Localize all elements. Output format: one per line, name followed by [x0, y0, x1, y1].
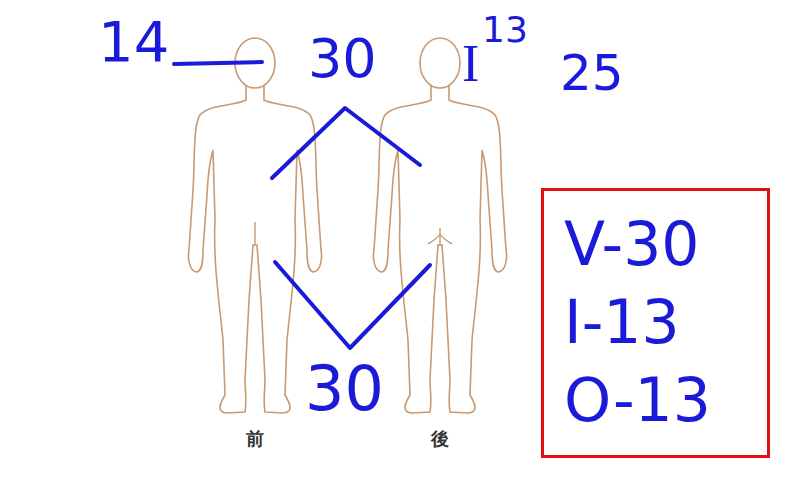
view-caption: 後 — [431, 430, 449, 448]
front-figure — [188, 38, 321, 413]
value-line: O-13 — [564, 361, 747, 439]
handwritten-number: 14 — [98, 14, 169, 70]
view-caption: 前 — [246, 430, 264, 448]
back-figure — [373, 38, 506, 413]
handwritten-number: I — [462, 38, 479, 90]
handwritten-number: 30 — [305, 358, 384, 420]
handwritten-number: 25 — [560, 48, 624, 98]
value-line: I-13 — [564, 283, 747, 361]
legend-box: V-30I-13O-13 — [541, 188, 770, 458]
handwritten-number: 13 — [482, 12, 528, 48]
annotation-strokes — [174, 62, 430, 348]
handwritten-number: 30 — [308, 32, 377, 86]
value-line: V-30 — [564, 205, 747, 283]
